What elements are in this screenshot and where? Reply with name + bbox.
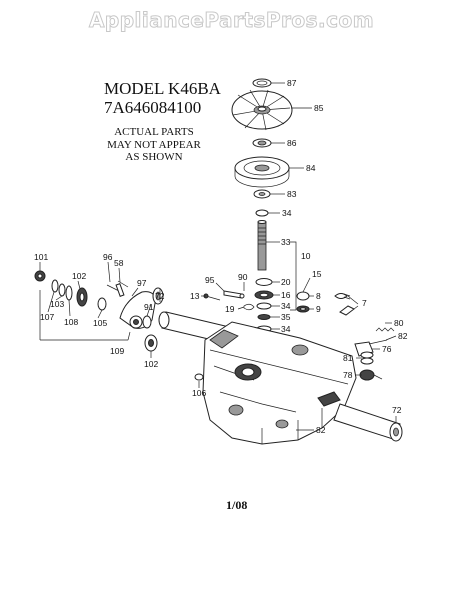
model-name: MODEL K46BA xyxy=(104,79,221,98)
brake-pin xyxy=(223,290,245,299)
callout-84: 84 xyxy=(306,163,316,173)
axle-bearing xyxy=(76,287,88,307)
spacer-washers xyxy=(51,279,73,301)
detent-spring xyxy=(375,327,395,332)
callout-95: 95 xyxy=(205,275,215,285)
callout-20: 20 xyxy=(281,277,291,287)
control-arm-bolts xyxy=(106,280,129,297)
callout-72-right: 72 xyxy=(392,405,402,415)
callout-8: 8 xyxy=(316,291,321,301)
linkage-bolt xyxy=(203,293,221,301)
callout-87: 87 xyxy=(287,78,297,88)
bypass-spring-assembly xyxy=(334,293,355,316)
note-line-2: MAY NOT APPEAR xyxy=(107,138,201,151)
input-pulley xyxy=(234,156,290,188)
retaining-clip xyxy=(243,303,255,311)
callout-13: 13 xyxy=(190,291,200,301)
callout-91: 91 xyxy=(144,302,154,312)
return-spring xyxy=(359,369,383,381)
callout-76: 76 xyxy=(382,344,392,354)
callout-106: 106 xyxy=(192,388,206,398)
callout-58: 58 xyxy=(114,258,124,268)
model-number: 7A646084100 xyxy=(104,98,202,117)
arm-washer xyxy=(142,315,152,329)
drain-plug xyxy=(194,373,204,381)
valve-cap xyxy=(296,291,310,301)
callout-103: 103 xyxy=(50,299,64,309)
model-title: MODEL K46BA 7A646084100 xyxy=(104,79,221,117)
callout-96: 96 xyxy=(103,252,113,262)
washer-pair xyxy=(360,351,374,365)
input-shaft xyxy=(257,220,267,271)
callout-35: 35 xyxy=(281,312,291,322)
note-line-1: ACTUAL PARTS xyxy=(114,126,194,138)
callout-83: 83 xyxy=(287,189,297,199)
callout-78: 78 xyxy=(343,370,353,380)
leader-lines xyxy=(39,82,397,431)
disclaimer-note: ACTUAL PARTS MAY NOT APPEAR AS SHOWN xyxy=(104,126,204,164)
cooling-fan xyxy=(231,89,293,131)
callout-80: 80 xyxy=(394,318,404,328)
callout-labels: 87 85 86 84 83 34 33 10 15 20 16 8 34 9 … xyxy=(34,78,408,435)
callout-9: 9 xyxy=(316,304,321,314)
callout-85: 85 xyxy=(314,103,324,113)
callout-107: 107 xyxy=(40,312,54,322)
end-nut xyxy=(34,270,46,282)
pulley-hub xyxy=(252,138,272,148)
note-line-3: AS SHOWN xyxy=(125,151,183,163)
callout-34-top: 34 xyxy=(282,208,292,218)
hex-washer xyxy=(97,297,107,311)
callout-7: 7 xyxy=(362,298,367,308)
callout-102-bottom: 102 xyxy=(144,359,158,369)
valve-seal xyxy=(296,305,310,313)
callout-102-top: 102 xyxy=(72,271,86,281)
callout-82-right: 82 xyxy=(398,331,408,341)
callout-90: 90 xyxy=(238,272,248,282)
callout-10: 10 xyxy=(301,251,311,261)
lower-bushing xyxy=(144,334,158,352)
pulley-washer xyxy=(253,189,271,199)
callout-105: 105 xyxy=(93,318,107,328)
callout-97: 97 xyxy=(137,278,147,288)
transaxle-housing xyxy=(202,321,357,445)
shaft-snap-ring xyxy=(255,209,269,217)
fan-retainer-ring xyxy=(252,78,272,88)
shaft-bearing-washers xyxy=(254,278,274,333)
callout-86: 86 xyxy=(287,138,297,148)
callout-82-bottom: 82 xyxy=(316,425,326,435)
callout-34-mid: 34 xyxy=(281,301,291,311)
callout-33: 33 xyxy=(281,237,291,247)
callout-108: 108 xyxy=(64,317,78,327)
callout-101: 101 xyxy=(34,252,48,262)
left-axle-seal xyxy=(152,287,164,305)
callout-109: 109 xyxy=(110,346,124,356)
callout-16: 16 xyxy=(281,290,291,300)
right-axle xyxy=(333,403,403,442)
callout-34-low: 34 xyxy=(281,324,291,334)
callout-19: 19 xyxy=(225,304,235,314)
watermark: AppliancePartsPros.com xyxy=(88,8,375,33)
revision-date: 1/08 xyxy=(226,498,248,512)
callout-15: 15 xyxy=(312,269,322,279)
callout-72-left: 72 xyxy=(155,291,165,301)
callout-81: 81 xyxy=(343,353,353,363)
